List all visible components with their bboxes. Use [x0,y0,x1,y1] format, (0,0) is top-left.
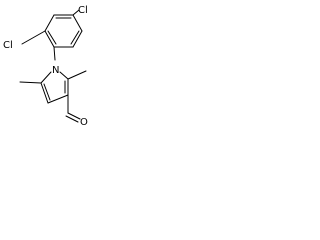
pyrrole-ring [40,71,69,104]
aryl-n-bond [53,46,56,61]
ring-double-bond [70,30,80,45]
ring-bond [47,94,69,104]
ring-double-bond [47,30,57,45]
cl-bond-left [21,30,46,45]
ring-bond [72,30,83,48]
chlorine-top-label: Cl [78,5,88,16]
nitrogen-label: N [52,65,59,76]
ring-bond [44,30,55,48]
molecule-structure: Cl Cl N O [0,0,91,135]
structure-drawing: Cl Cl N O [3,5,88,128]
methyl-bond-left [19,81,42,84]
oxygen-label: O [80,117,88,128]
ring-double-bond [43,83,51,101]
ring-bond [40,71,52,84]
benzene-ring [44,14,83,48]
ring-bond [40,82,49,104]
ring-bond [44,14,55,32]
methyl-bond-right [67,70,87,80]
aldehyde-co-bond [67,112,81,120]
chlorine-left-label: Cl [3,40,13,51]
aldehyde-co-double-bond [65,115,79,123]
cl-bond-top [72,9,80,16]
ring-bond [72,14,83,32]
ring-bond [59,71,69,80]
